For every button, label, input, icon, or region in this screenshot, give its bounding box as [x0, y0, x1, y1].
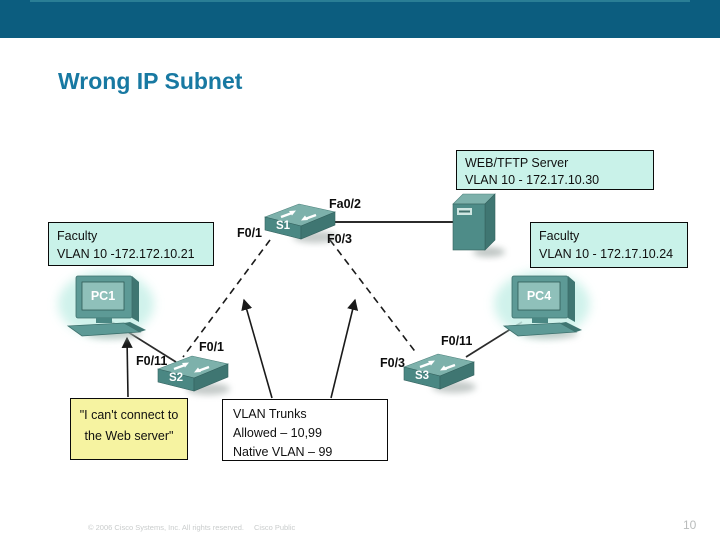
device-label-s2: S2	[168, 372, 184, 384]
device-label-s1: S1	[275, 220, 291, 232]
web-server-vlan: VLAN 10 - 172.17.10.30	[465, 172, 600, 187]
device-label-pc1: PC1	[90, 289, 116, 303]
device-label-s3: S3	[414, 370, 430, 382]
web-server-icon	[453, 194, 505, 257]
faculty-left-vlan: VLAN 10 -172.172.10.21	[57, 247, 195, 261]
port-label-s1-f0-1: F0/1	[237, 226, 263, 240]
top-bar	[0, 0, 720, 38]
note-arrow	[121, 336, 133, 398]
speech-note-line2: the Web server"	[84, 429, 174, 443]
trunk-s1-s3	[329, 239, 418, 355]
footer-copyright: © 2006 Cisco Systems, Inc. All rights re…	[88, 523, 245, 532]
web-server-label-box: WEB/TFTP Server VLAN 10 - 172.17.10.30	[456, 150, 654, 190]
vlan-trunks-box: VLAN Trunks Allowed – 10,99 Native VLAN …	[222, 399, 388, 461]
port-label-s1-f0-3: F0/3	[327, 232, 353, 246]
faculty-right-name: Faculty	[539, 229, 580, 243]
port-label-s3-f0-3: F0/3	[380, 356, 406, 370]
faculty-left-name: Faculty	[57, 229, 98, 243]
page-title: Wrong IP Subnet	[58, 68, 243, 94]
port-label-s2-f0-11: F0/11	[136, 354, 168, 368]
vlan-trunks-native: Native VLAN – 99	[233, 445, 333, 459]
page-number: 10	[683, 518, 697, 532]
pc1-icon	[58, 271, 154, 339]
vlan-arrow-left	[241, 298, 273, 399]
web-server-name: WEB/TFTP Server	[465, 156, 569, 170]
port-label-s2-f0-1: F0/1	[199, 340, 225, 354]
port-label-s3-f0-11: F0/11	[441, 334, 473, 348]
faculty-left-label-box: Faculty VLAN 10 -172.172.10.21	[48, 222, 214, 266]
vlan-arrow-right	[330, 298, 359, 399]
speech-note-line1: "I can't connect to	[79, 408, 179, 422]
vlan-trunks-allowed: Allowed – 10,99	[233, 426, 322, 440]
pc4-icon	[494, 271, 590, 339]
faculty-right-label-box: Faculty VLAN 10 - 172.17.10.24	[530, 222, 688, 268]
footer-classification: Cisco Public	[254, 523, 296, 532]
device-label-pc4: PC4	[526, 289, 552, 303]
vlan-trunks-title: VLAN Trunks	[233, 407, 307, 421]
speech-note: "I can't connect to the Web server"	[70, 398, 188, 460]
port-label-s1-fa0-2: Fa0/2	[329, 197, 361, 211]
trunk-s1-s2	[182, 239, 271, 358]
faculty-right-vlan: VLAN 10 - 172.17.10.24	[539, 247, 674, 261]
accent-line	[30, 0, 690, 2]
